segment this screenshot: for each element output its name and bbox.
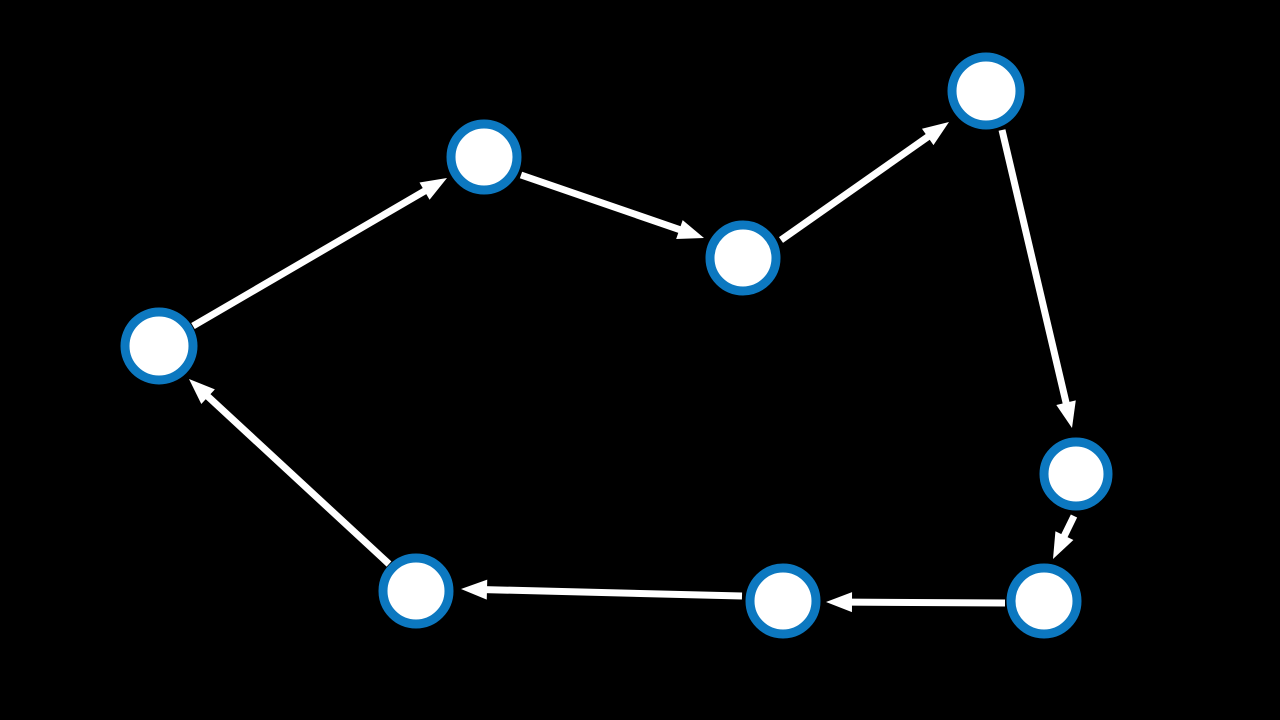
graph-edge-n4-to-n5: [998, 129, 1070, 406]
arrowhead-icon-n5-to-n6: [1053, 531, 1074, 559]
graph-node-n5[interactable]: [1039, 437, 1113, 511]
arrowhead-icon-n8-to-n1: [189, 379, 215, 404]
graph-edge-n2-to-n3: [519, 171, 683, 234]
graph-edge-n8-to-n1: [204, 392, 392, 567]
arrowhead-icon-n2-to-n3: [676, 220, 704, 239]
graph-node-n3[interactable]: [705, 220, 781, 296]
graph-node-n4[interactable]: [947, 52, 1025, 130]
arrowhead-icon-n7-to-n8: [461, 579, 488, 600]
graph-edge-n7-to-n8: [484, 586, 743, 600]
graph-node-n2[interactable]: [446, 119, 522, 195]
graph-edge-n5-to-n6: [1060, 514, 1078, 539]
arrowhead-icon-n3-to-n4: [921, 122, 949, 146]
graph-edge-n1-to-n2: [191, 187, 429, 330]
node-layer: [120, 52, 1113, 639]
graph-node-n7[interactable]: [745, 563, 821, 639]
graph-edge-n3-to-n4: [778, 132, 932, 243]
graph-node-n6[interactable]: [1006, 563, 1082, 639]
arrowhead-icon-n1-to-n2: [419, 178, 447, 200]
graph-node-n1[interactable]: [120, 307, 198, 385]
arrowhead-icon-n6-to-n7: [826, 592, 853, 613]
edge-layer: [189, 122, 1078, 613]
graph-node-n8[interactable]: [378, 553, 454, 629]
graph-edge-n6-to-n7: [849, 598, 1006, 607]
arrowhead-icon-n4-to-n5: [1056, 400, 1076, 428]
